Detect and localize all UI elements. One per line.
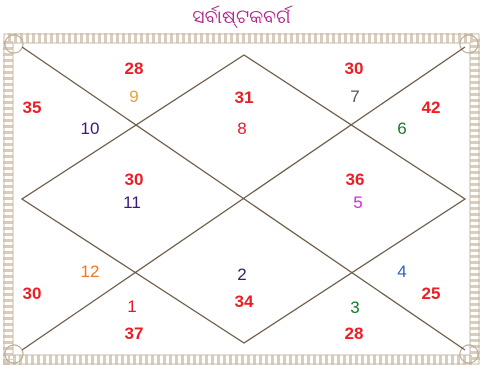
- house-3-sign: 11: [123, 193, 141, 212]
- house-10-sign: 4: [397, 262, 406, 281]
- house-3-score: 30: [125, 170, 144, 189]
- house-labels: 37 1 30 12 30 11 35 10 28 9 31 8 30 7 42 6 36 5 25 4 28 3 34 2: [23, 59, 441, 343]
- house-7-sign: 7: [350, 87, 359, 106]
- house-9-score: 36: [346, 170, 365, 189]
- house-1-score: 37: [125, 324, 144, 343]
- house-12-score: 34: [235, 292, 254, 311]
- house-8-score: 42: [422, 98, 441, 117]
- corner-ornament: [460, 35, 478, 53]
- house-6-score: 31: [235, 88, 254, 107]
- house-5-sign: 9: [129, 87, 138, 106]
- house-6-sign: 8: [237, 119, 246, 138]
- house-12-sign: 2: [237, 265, 246, 284]
- house-1-sign: 1: [127, 297, 136, 316]
- house-2-score: 30: [23, 284, 42, 303]
- house-7-score: 30: [345, 59, 364, 78]
- house-4-sign: 10: [81, 119, 100, 138]
- house-2-sign: 12: [81, 262, 100, 281]
- house-5-score: 28: [125, 59, 144, 78]
- house-10-score: 25: [422, 284, 441, 303]
- house-8-sign: 6: [397, 119, 406, 138]
- house-11-score: 28: [345, 324, 364, 343]
- house-11-sign: 3: [350, 298, 359, 317]
- house-9-sign: 5: [353, 193, 362, 212]
- house-4-score: 35: [23, 98, 42, 117]
